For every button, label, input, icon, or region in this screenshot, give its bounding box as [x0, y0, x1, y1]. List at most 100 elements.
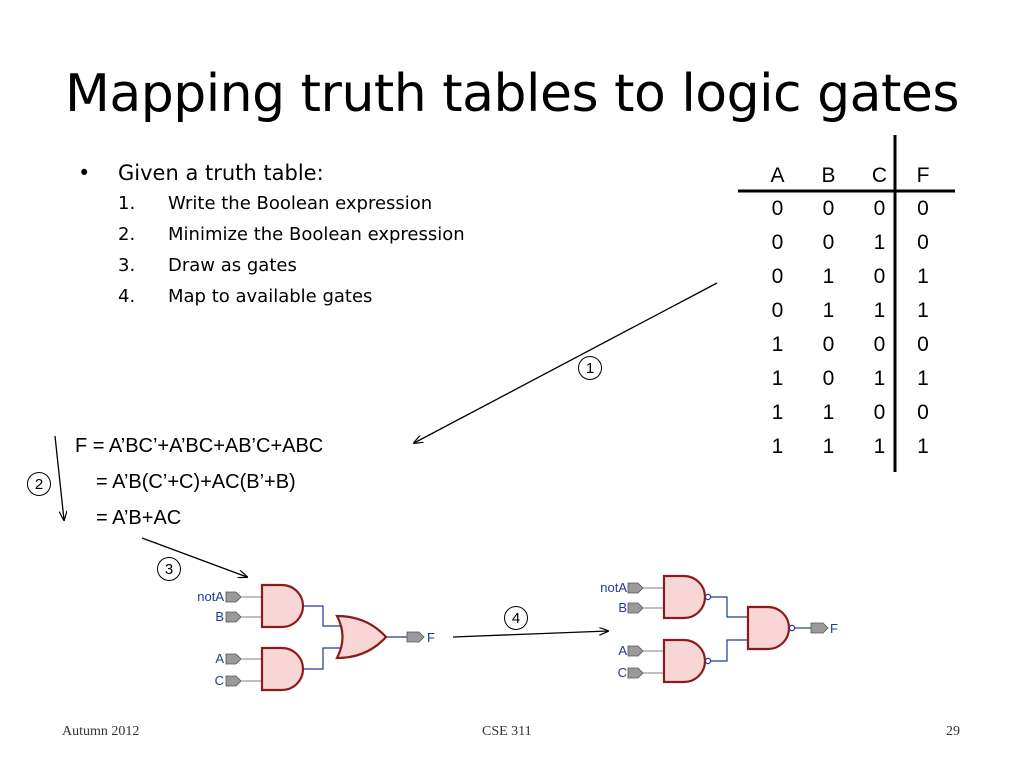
- input-pin-icon: [225, 675, 242, 687]
- header-cell-f: F: [916, 164, 930, 187]
- step-list: 1.Write the Boolean expression 2. Minimiz…: [78, 188, 465, 312]
- and-gate-icon: [260, 646, 305, 692]
- left-input-label-nota: notA: [197, 589, 224, 604]
- footer-left: Autumn 2012: [62, 724, 140, 739]
- left-input-label-a: A: [215, 651, 224, 666]
- left-input-label-b: B: [215, 609, 224, 624]
- truth-table-header: A B C F: [752, 160, 941, 192]
- output-pin-icon: [406, 631, 425, 643]
- right-input-label-nota: notA: [600, 580, 627, 595]
- input-pin-icon: [627, 667, 644, 679]
- and-gate-icon: [260, 583, 305, 629]
- step-item: 2. Minimize the Boolean expression: [78, 219, 465, 250]
- step-marker-4: 4: [504, 606, 528, 630]
- table-cell: 0: [822, 197, 835, 220]
- wire: [711, 596, 748, 618]
- table-cell: 0: [917, 333, 929, 356]
- table-cell: 0: [873, 265, 886, 288]
- footer-page-number: 29: [946, 724, 960, 739]
- left-circuit: notA B A C F: [197, 583, 435, 692]
- step-item: 1.Write the Boolean expression: [78, 188, 465, 219]
- header-cell-b: B: [821, 164, 836, 187]
- step-text: Minimize the Boolean expression: [168, 224, 465, 245]
- table-cell: 0: [771, 265, 784, 288]
- input-pin-icon: [627, 582, 644, 594]
- expression-line-2: = A’B(C’+C)+AC(B’+B): [96, 471, 296, 493]
- inversion-bubble-icon: [704, 657, 712, 665]
- table-cell: 0: [873, 333, 886, 356]
- table-cell: 0: [873, 197, 886, 220]
- output-pin-icon: [810, 622, 829, 634]
- right-input-label-b: B: [618, 600, 627, 615]
- step-item: 3. Draw as gates: [78, 250, 465, 281]
- right-input-label-a: A: [618, 643, 627, 658]
- slide-title: Mapping truth tables to logic gates: [64, 64, 960, 124]
- left-input-label-c: C: [215, 673, 224, 688]
- table-cell: 1: [873, 435, 886, 458]
- table-cell: 0: [917, 231, 929, 254]
- truth-table-row: 1 0 0 0: [752, 328, 941, 362]
- table-cell: 0: [822, 367, 835, 390]
- nand-gate-icon: [662, 638, 707, 684]
- truth-table-row: 0 1 0 1: [752, 260, 941, 294]
- input-pin-icon: [225, 653, 242, 665]
- table-cell: 0: [917, 197, 929, 220]
- step-marker-1: 1: [578, 356, 602, 380]
- table-cell: 1: [771, 435, 784, 458]
- table-cell: 1: [917, 265, 929, 288]
- right-output-label: F: [830, 621, 838, 636]
- nand-gate-icon: [662, 574, 707, 620]
- table-cell: 1: [917, 435, 929, 458]
- table-cell: 1: [771, 401, 784, 424]
- or-gate-icon: [335, 614, 388, 660]
- bullet-dot-icon: •: [78, 161, 91, 185]
- expression-line-1: F = A’BC’+A’BC+AB’C+ABC: [75, 435, 324, 457]
- right-input-label-c: C: [618, 665, 627, 680]
- footer-center: CSE 311: [482, 724, 532, 739]
- wire: [303, 605, 340, 627]
- table-cell: 1: [771, 367, 784, 390]
- truth-table-row: 0 0 0 0: [752, 192, 941, 226]
- wire: [711, 639, 748, 662]
- table-cell: 1: [873, 231, 886, 254]
- table-cell: 0: [822, 231, 835, 254]
- bullet-item: • Given a truth table:: [78, 158, 465, 188]
- wire: [303, 647, 340, 670]
- table-cell: 1: [822, 265, 835, 288]
- step-marker-2: 2: [27, 472, 51, 496]
- bullet-text: Given a truth table:: [118, 161, 324, 185]
- table-cell: 1: [873, 299, 886, 322]
- step-number: 1.: [118, 193, 136, 214]
- expression-line-3: = A’B+AC: [96, 507, 182, 529]
- arrow-step-2: [54, 435, 64, 520]
- step-text: Draw as gates: [168, 255, 297, 276]
- table-cell: 0: [822, 333, 835, 356]
- table-cell: 1: [822, 299, 835, 322]
- table-cell: 0: [917, 401, 929, 424]
- step-number: 2.: [118, 224, 136, 245]
- inversion-bubble-icon: [704, 593, 712, 601]
- table-cell: 1: [822, 401, 835, 424]
- table-cell: 1: [917, 299, 929, 322]
- header-cell-a: A: [770, 164, 785, 187]
- step-number: 3.: [118, 255, 136, 276]
- table-cell: 0: [771, 197, 784, 220]
- table-cell: 1: [771, 333, 784, 356]
- right-circuit: notA B A C F: [600, 574, 838, 684]
- bullet-list: • Given a truth table: 1.Write the Boole…: [78, 158, 465, 312]
- step-number: 4.: [118, 286, 136, 307]
- nand-gate-icon: [746, 605, 791, 651]
- truth-table-row: 1 0 1 1: [752, 362, 941, 396]
- table-cell: 1: [917, 367, 929, 390]
- truth-table-row: 1 1 1 1: [752, 430, 941, 464]
- arrow-step-1: [414, 282, 718, 443]
- table-cell: 1: [873, 367, 886, 390]
- step-item: 4.Map to available gates: [78, 281, 465, 312]
- table-cell: 1: [822, 435, 835, 458]
